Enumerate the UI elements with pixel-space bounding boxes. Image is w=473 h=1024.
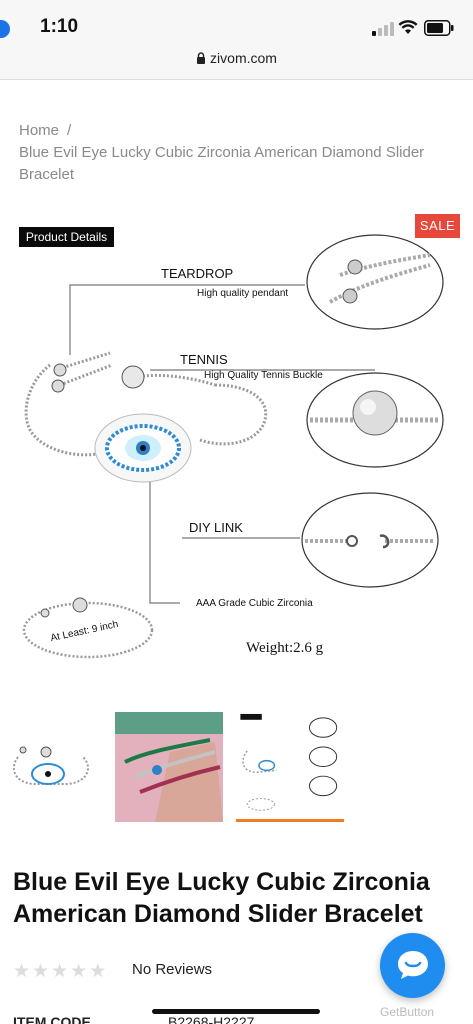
tennis-sub-label: High Quality Tennis Buckle: [204, 370, 323, 381]
size-bracelet-illustration: [22, 597, 154, 659]
thumbnail-2[interactable]: [115, 712, 223, 822]
star-icon: ★: [70, 961, 88, 982]
sale-badge: SALE: [415, 214, 460, 238]
star-icon: ★: [13, 961, 31, 982]
address-bar[interactable]: zivom.com: [0, 50, 473, 66]
reviews-link[interactable]: No Reviews: [132, 961, 213, 978]
cell-signal-icon: [372, 22, 394, 36]
url-text: zivom.com: [210, 50, 277, 66]
getbutton-label: GetButton: [380, 1005, 435, 1019]
teardrop-detail-circle: [306, 234, 444, 330]
browser-top-bar: 1:10 zivom.com: [0, 0, 473, 80]
chat-widget-button[interactable]: [380, 933, 445, 998]
diy-link-label: DIY LINK: [189, 520, 243, 535]
teardrop-label: TEARDROP: [161, 266, 234, 281]
tennis-detail-circle: [306, 372, 444, 468]
battery-icon: [424, 20, 454, 36]
diy-link-detail-circle: [301, 492, 439, 588]
item-code-label: ITEM CODE: [13, 1014, 91, 1024]
main-product-image[interactable]: [0, 205, 473, 685]
bracelet-illustration: [24, 351, 268, 483]
wifi-icon: [398, 20, 418, 34]
thumbnail-3-active[interactable]: [236, 712, 344, 822]
teardrop-sub-label: High quality pendant: [197, 288, 289, 299]
rating-stars: ★★★★★: [13, 960, 108, 982]
breadcrumb-home-link[interactable]: Home: [19, 122, 60, 139]
home-indicator: [152, 1009, 320, 1014]
recording-indicator-icon: [0, 20, 10, 38]
star-icon: ★: [89, 961, 107, 982]
star-icon: ★: [32, 961, 50, 982]
breadcrumb-separator: /: [67, 122, 72, 139]
lock-icon: [197, 52, 206, 64]
breadcrumb: Home / Blue Evil Eye Lucky Cubic Zirconia…: [19, 120, 459, 186]
zirconia-grade-label: AAA Grade Cubic Zirconia: [196, 598, 313, 609]
status-time: 1:10: [40, 16, 79, 37]
thumbnail-strip: [0, 712, 473, 824]
weight-label: Weight:2.6 g: [246, 640, 324, 656]
product-title: Blue Evil Eye Lucky Cubic Zirconia Ameri…: [13, 868, 430, 928]
thumbnail-1[interactable]: [8, 712, 98, 822]
chat-bubble-icon: [398, 951, 428, 979]
item-code-value: B2268-H2227: [168, 1014, 255, 1024]
breadcrumb-current: Blue Evil Eye Lucky Cubic Zirconia Ameri…: [19, 144, 425, 183]
product-details-tag: Product Details: [19, 227, 114, 247]
tennis-label: TENNIS: [180, 352, 228, 367]
star-icon: ★: [51, 961, 69, 982]
